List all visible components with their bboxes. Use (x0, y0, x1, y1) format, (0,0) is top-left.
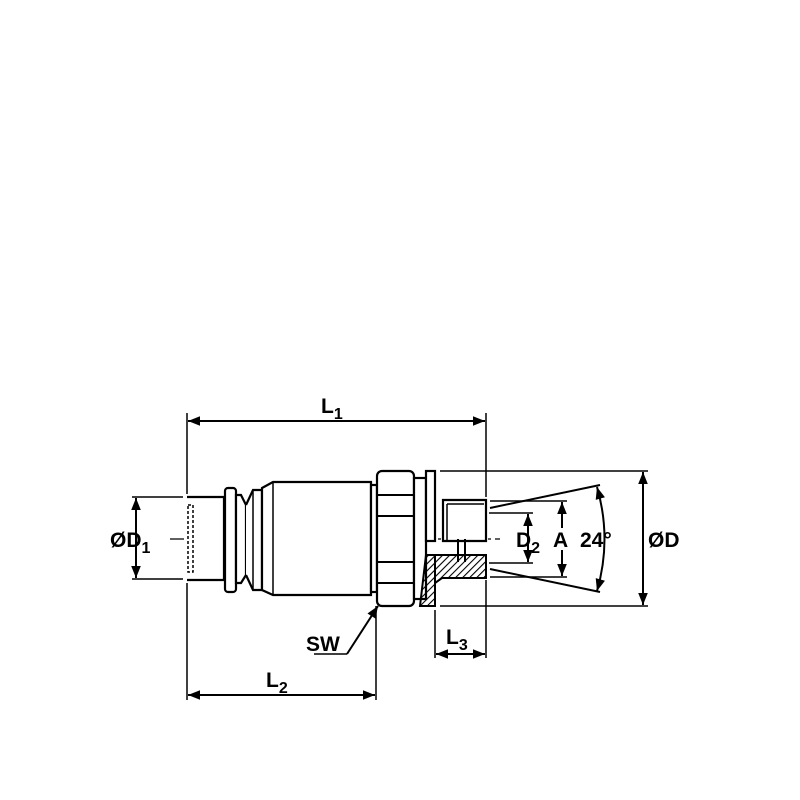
hex-nut (375, 469, 428, 608)
svg-text:L1: L1 (321, 395, 343, 423)
svg-text:D2: D2 (516, 529, 540, 557)
svg-text:ØD1: ØD1 (110, 529, 151, 557)
dimension-cone-angle: 24° (489, 484, 612, 593)
dimension-L3: L3 (434, 580, 487, 659)
label-L1: L (321, 395, 334, 418)
label-D1-sub: 1 (142, 540, 151, 557)
label-D: ØD (648, 529, 680, 552)
label-D1: ØD (110, 529, 142, 552)
label-L2: L (266, 669, 279, 692)
svg-text:L2: L2 (266, 669, 288, 697)
label-L3-sub: 3 (459, 637, 468, 654)
sleeve-collar (223, 480, 379, 597)
dimension-D1: ØD1 (110, 496, 183, 580)
dimension-SW: SW (306, 605, 379, 656)
dimension-L1: L1 (186, 395, 487, 700)
label-L2-sub: 2 (279, 680, 288, 697)
label-L3: L (446, 626, 459, 649)
label-angle: 24° (580, 529, 612, 552)
dimension-D2: D2 (489, 512, 540, 564)
label-D2: D (516, 529, 531, 552)
label-D2-sub: 2 (531, 540, 540, 557)
dimension-L2: L2 (188, 606, 377, 700)
label-SW: SW (306, 633, 340, 656)
pipe-stub (187, 495, 226, 582)
svg-text:L3: L3 (446, 626, 468, 654)
connector-body (418, 469, 488, 607)
label-L1-sub: 1 (334, 406, 343, 423)
dimension-A: A (490, 500, 574, 578)
label-A: A (553, 529, 568, 552)
dimension-D: ØD (440, 470, 680, 607)
